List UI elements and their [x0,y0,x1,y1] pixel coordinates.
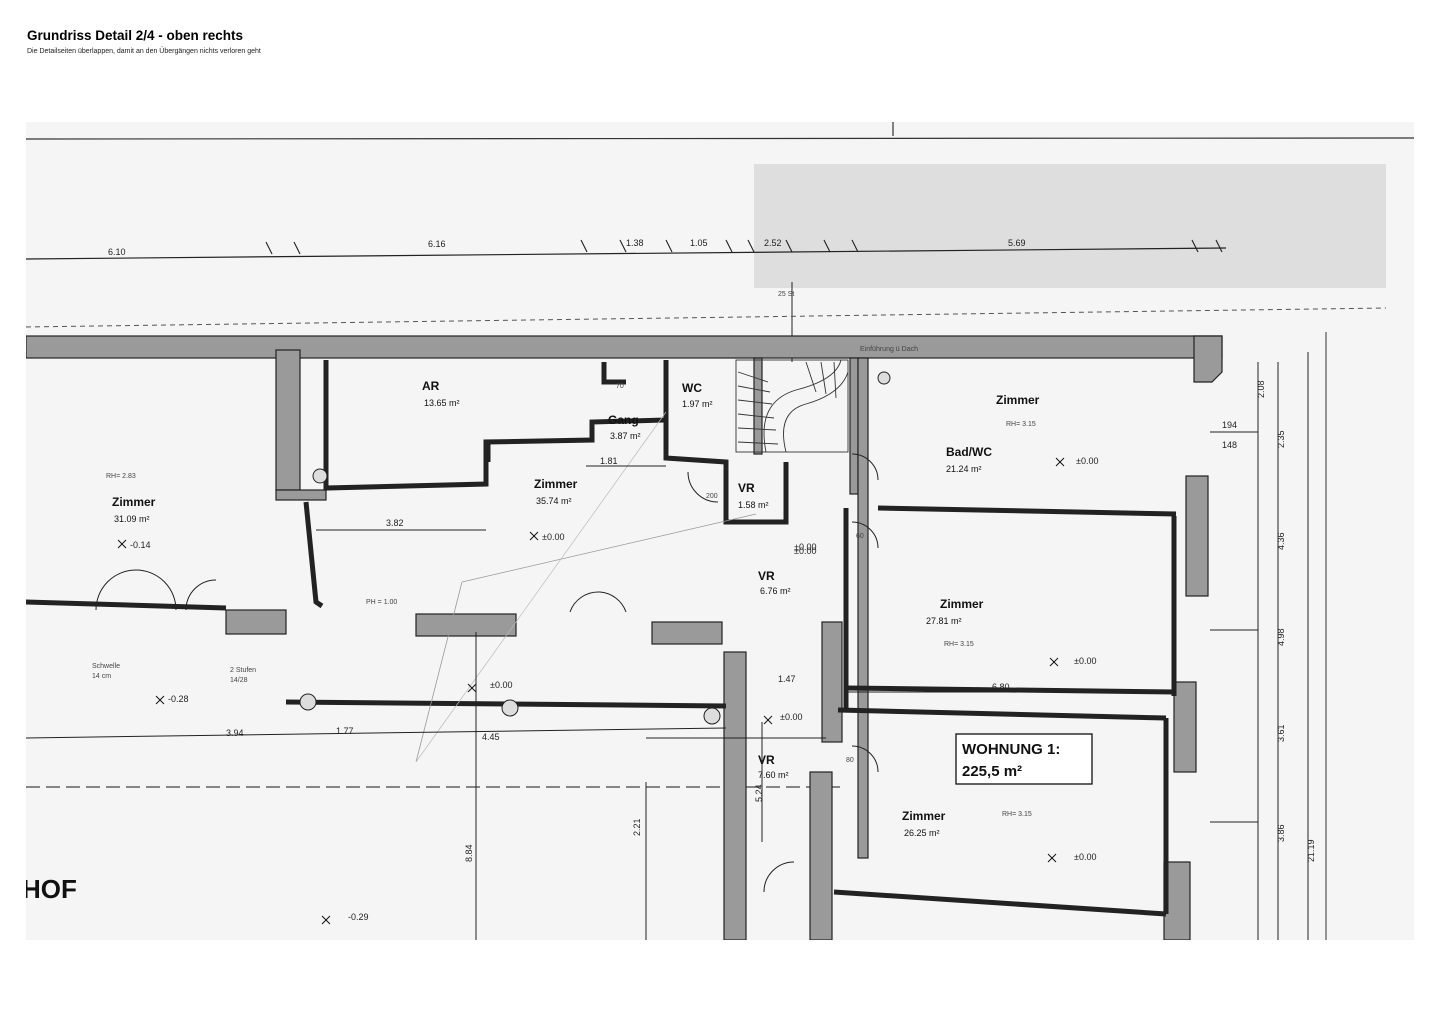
steps-label: 2 Stufen [230,667,256,674]
dim-inner-10: 5.24 [754,784,764,802]
courtyard-label: HOF [26,874,77,904]
door-size-1: 70 [616,383,624,390]
dim-inner-6: 4.45 [482,732,500,742]
door-size-4: 60 [856,533,864,540]
room-ar-name: AR [422,379,440,393]
dim-top-1: 6.10 [108,247,126,257]
room-vr-2-area: 6.76 m² [760,586,791,596]
fixtures [299,371,891,725]
right-dimension-chain [1210,352,1309,940]
door-swings [95,453,879,893]
page-header: Grundriss Detail 2/4 - oben rechts Die D… [27,27,727,57]
staircase [735,359,849,453]
room-vr-3-name: VR [758,753,775,767]
dim-right-2: 2.35 [1276,430,1286,448]
walls [26,335,1223,940]
room-zimmer-5-height: RH= 3.15 [1002,811,1032,818]
room-zimmer-4-height: RH= 3.15 [944,641,974,648]
inner-dimension-lines [26,465,1166,940]
level-8: ±0.00 [780,712,802,722]
dim-right-1: 2.08 [1256,380,1266,398]
room-vr-3-area: 7.60 m² [758,770,789,780]
room-zimmer-1-name: Zimmer [534,477,578,491]
ph-label: PH = 1.00 [366,599,397,606]
flat-box [955,733,1093,785]
stair-label: 25 St [778,291,794,298]
top-dimension-line: 6.10 6.16 1.38 1.05 2.52 5.69 [26,238,1227,260]
dim-right-6: 3.86 [1276,824,1286,842]
room-zimmer-2-name: Zimmer [112,495,156,509]
dim-top-4: 1.05 [690,238,708,248]
room-bad-name: Bad/WC [946,445,992,459]
level-9: ±0.00 [1074,852,1096,862]
room-wc-area: 1.97 m² [682,399,713,409]
room-zimmer-3-height: RH= 3.15 [1006,421,1036,428]
room-vr-2-name: VR [758,569,775,583]
level-4: ±0.00 [794,546,816,556]
room-gang-area: 3.87 m² [610,431,641,441]
roof-note: Einführung ü Dach [860,346,918,353]
level-marks: -0.14 ±0.00 ±0.00 ±0.00 ±0.00 -0.28 ±0.0… [117,456,1098,925]
dim-inner-9: 2.21 [632,818,642,836]
dim-inner-1: 3.82 [386,518,404,528]
room-vr-1-name: VR [738,481,755,495]
dim-inner-8: 8.84 [464,844,474,862]
room-wc-name: WC [682,381,702,395]
level-1: -0.14 [130,540,151,550]
steps-value: 14/28 [230,677,248,684]
dim-inner-4: 3.94 [226,728,244,738]
level-6: -0.28 [168,694,189,704]
level-5: ±0.00 [1074,656,1096,666]
level-11: -0.29 [348,912,369,922]
level-3: ±0.00 [1076,456,1098,466]
dim-top-2: 6.16 [428,239,446,249]
threshold-value: 14 cm [92,673,111,680]
page-title: Grundriss Detail 2/4 - oben rechts [27,28,244,43]
flat-area: 225,5 m² [962,763,1022,780]
room-zimmer-5-name: Zimmer [902,809,946,823]
dim-top-5: 2.52 [764,238,782,248]
dim-inner-2: 1.81 [600,456,618,466]
dim-inner-7: 1.47 [778,674,796,684]
door-size-2: 200 [706,493,718,500]
level-2: ±0.00 [542,532,564,542]
floor-plan-drawing: 6.10 6.16 1.38 1.05 2.52 5.69 25 St [26,122,1414,940]
dim-right-9: 148 [1222,440,1237,450]
level-7: ±0.00 [490,680,512,690]
room-gang-name: Gang [608,413,639,427]
room-zimmer-5-area: 26.25 m² [904,828,940,838]
room-zimmer-2-area: 31.09 m² [114,514,150,524]
dim-top-6: 5.69 [1008,238,1026,248]
room-zimmer-1-area: 35.74 m² [536,496,572,506]
room-zimmer-4-area: 27.81 m² [926,616,962,626]
flat-title: WOHNUNG 1: [962,741,1060,758]
interior-walls [26,360,1177,917]
level-10: ±0.00 [794,542,816,552]
dim-inner-3: 6.80 [992,682,1010,692]
threshold-label: Schwelle [92,663,120,670]
dim-right-5: 3.61 [1276,724,1286,742]
dim-right-8: 194 [1222,420,1237,430]
room-zimmer-3-name: Zimmer [996,393,1040,407]
dim-right-7: 21.19 [1306,839,1316,862]
room-vr-1-area: 1.58 m² [738,500,769,510]
room-zimmer-4-name: Zimmer [940,597,984,611]
door-size-3: 80 [846,757,854,764]
dim-right-3: 4.36 [1276,532,1286,550]
dim-right-4: 4.98 [1276,628,1286,646]
grey-strip [754,164,1386,288]
page-subtitle: Die Detailseiten überlappen, damit an de… [27,48,261,55]
dim-inner-5: 1.77 [336,726,354,736]
dim-top-3: 1.38 [626,238,644,248]
floor-plan: 6.10 6.16 1.38 1.05 2.52 5.69 25 St [26,122,1414,940]
room-bad-area: 21.24 m² [946,464,982,474]
room-ar-area: 13.65 m² [424,398,460,408]
room-zimmer-2-height: RH= 2.83 [106,473,136,480]
